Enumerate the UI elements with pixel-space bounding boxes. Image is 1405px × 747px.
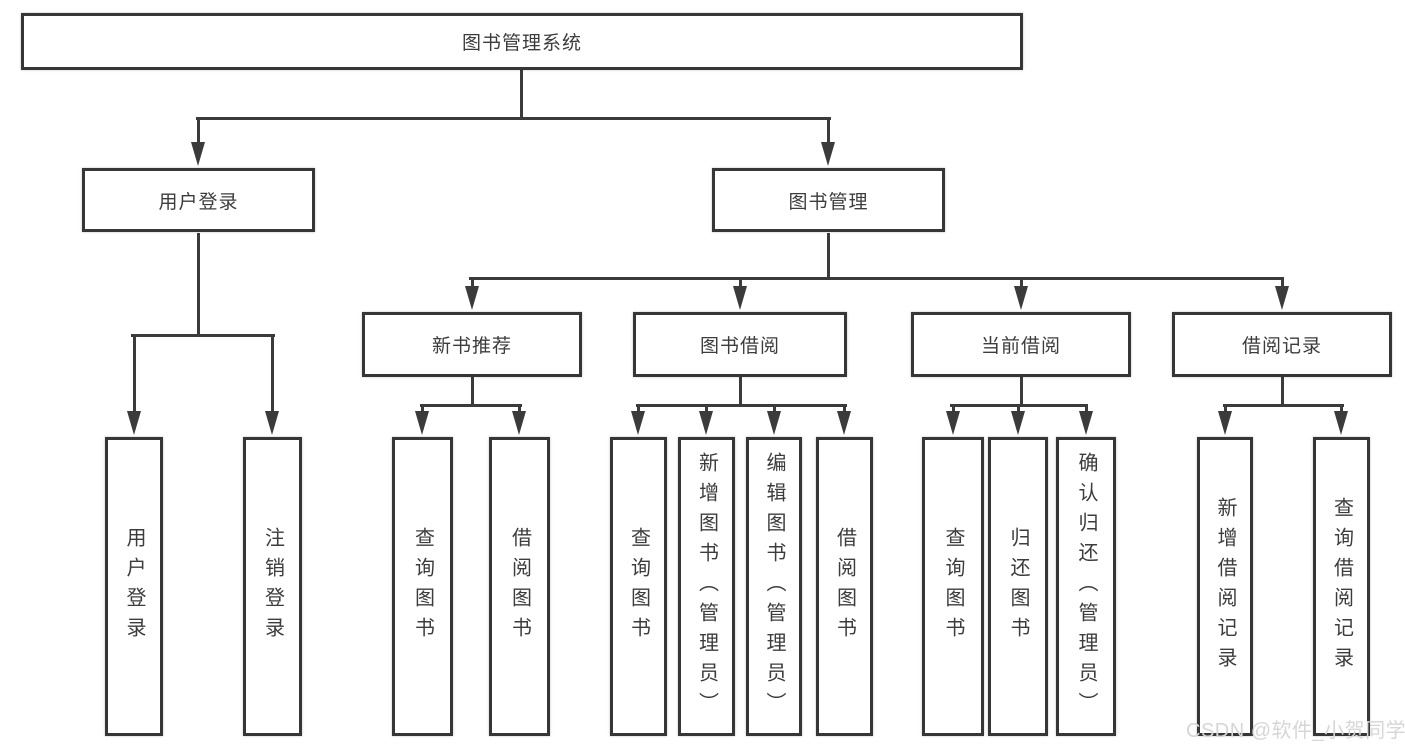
node-leaf-bb-add-books: 新增图书（管理员） xyxy=(678,437,735,736)
node-book-borrowing: 图书借阅 xyxy=(633,312,847,377)
connector-line xyxy=(1020,377,1023,407)
connector-line xyxy=(1223,404,1344,407)
connector-line xyxy=(469,277,1284,280)
connector-line xyxy=(471,278,474,288)
connector-line xyxy=(1085,405,1088,413)
node-leaf-cb-return-books: 归还图书 xyxy=(988,437,1048,736)
connector-line xyxy=(271,335,274,413)
connector-line xyxy=(133,335,136,413)
node-system: 图书管理系统 xyxy=(21,13,1023,70)
arrowhead-down-icon xyxy=(1218,411,1232,435)
arrowhead-down-icon xyxy=(465,286,479,310)
arrowhead-down-icon xyxy=(946,411,960,435)
connector-line xyxy=(518,405,521,413)
arrowhead-down-icon xyxy=(265,411,279,435)
arrowhead-down-icon xyxy=(733,286,747,310)
connector-line xyxy=(843,405,846,413)
arrowhead-down-icon xyxy=(821,142,835,166)
arrowhead-down-icon xyxy=(767,411,781,435)
node-leaf-bb-edit-books: 编辑图书（管理员） xyxy=(746,437,802,736)
connector-line xyxy=(131,334,275,337)
connector-line xyxy=(636,404,847,407)
node-borrowing-records: 借阅记录 xyxy=(1172,312,1392,377)
connector-line xyxy=(1281,377,1284,407)
node-leaf-cb-confirm-return: 确认归还（管理员） xyxy=(1056,437,1116,736)
node-book-management: 图书管理 xyxy=(712,168,945,232)
arrowhead-down-icon xyxy=(512,411,526,435)
node-new-book-recommendation: 新书推荐 xyxy=(362,312,582,377)
node-leaf-br-add-record: 新增借阅记录 xyxy=(1197,437,1253,736)
arrowhead-down-icon xyxy=(1011,411,1025,435)
arrowhead-down-icon xyxy=(631,411,645,435)
node-leaf-br-query-record: 查询借阅记录 xyxy=(1313,437,1370,736)
connector-line xyxy=(705,405,708,413)
arrowhead-down-icon xyxy=(127,411,141,435)
connector-line xyxy=(197,118,200,144)
connector-line xyxy=(1281,278,1284,288)
connector-line xyxy=(773,405,776,413)
connector-line xyxy=(1224,405,1227,413)
arrowhead-down-icon xyxy=(191,142,205,166)
node-current-borrowing: 当前借阅 xyxy=(911,312,1131,377)
node-leaf-bb-query-books: 查询图书 xyxy=(610,437,667,736)
connector-line xyxy=(420,404,522,407)
node-leaf-bb-borrow-books: 借阅图书 xyxy=(816,437,873,736)
connector-line xyxy=(197,233,200,337)
connector-line xyxy=(1340,405,1343,413)
node-leaf-logout: 注销登录 xyxy=(243,437,302,736)
arrowhead-down-icon xyxy=(415,411,429,435)
connector-line xyxy=(520,70,523,120)
connector-line xyxy=(471,377,474,407)
node-leaf-nb-borrow-books: 借阅图书 xyxy=(489,437,550,736)
connector-line xyxy=(739,377,742,407)
connector-line xyxy=(739,278,742,288)
arrowhead-down-icon xyxy=(1334,411,1348,435)
arrowhead-down-icon xyxy=(1275,286,1289,310)
node-leaf-nb-query-books: 查询图书 xyxy=(392,437,453,736)
connector-line xyxy=(1017,405,1020,413)
node-user-login: 用户登录 xyxy=(82,168,315,232)
connector-line xyxy=(952,405,955,413)
connector-line xyxy=(637,405,640,413)
connector-line xyxy=(421,405,424,413)
arrowhead-down-icon xyxy=(699,411,713,435)
csdn-watermark: CSDN @软件_小贺同学 xyxy=(1186,720,1405,742)
connector-line xyxy=(827,233,830,280)
connector-line xyxy=(196,117,831,120)
arrowhead-down-icon xyxy=(837,411,851,435)
connector-line xyxy=(827,118,830,144)
node-leaf-cb-query-books: 查询图书 xyxy=(922,437,984,736)
node-leaf-user-login: 用户登录 xyxy=(105,437,163,736)
arrowhead-down-icon xyxy=(1079,411,1093,435)
connector-line xyxy=(1020,278,1023,288)
arrowhead-down-icon xyxy=(1014,286,1028,310)
